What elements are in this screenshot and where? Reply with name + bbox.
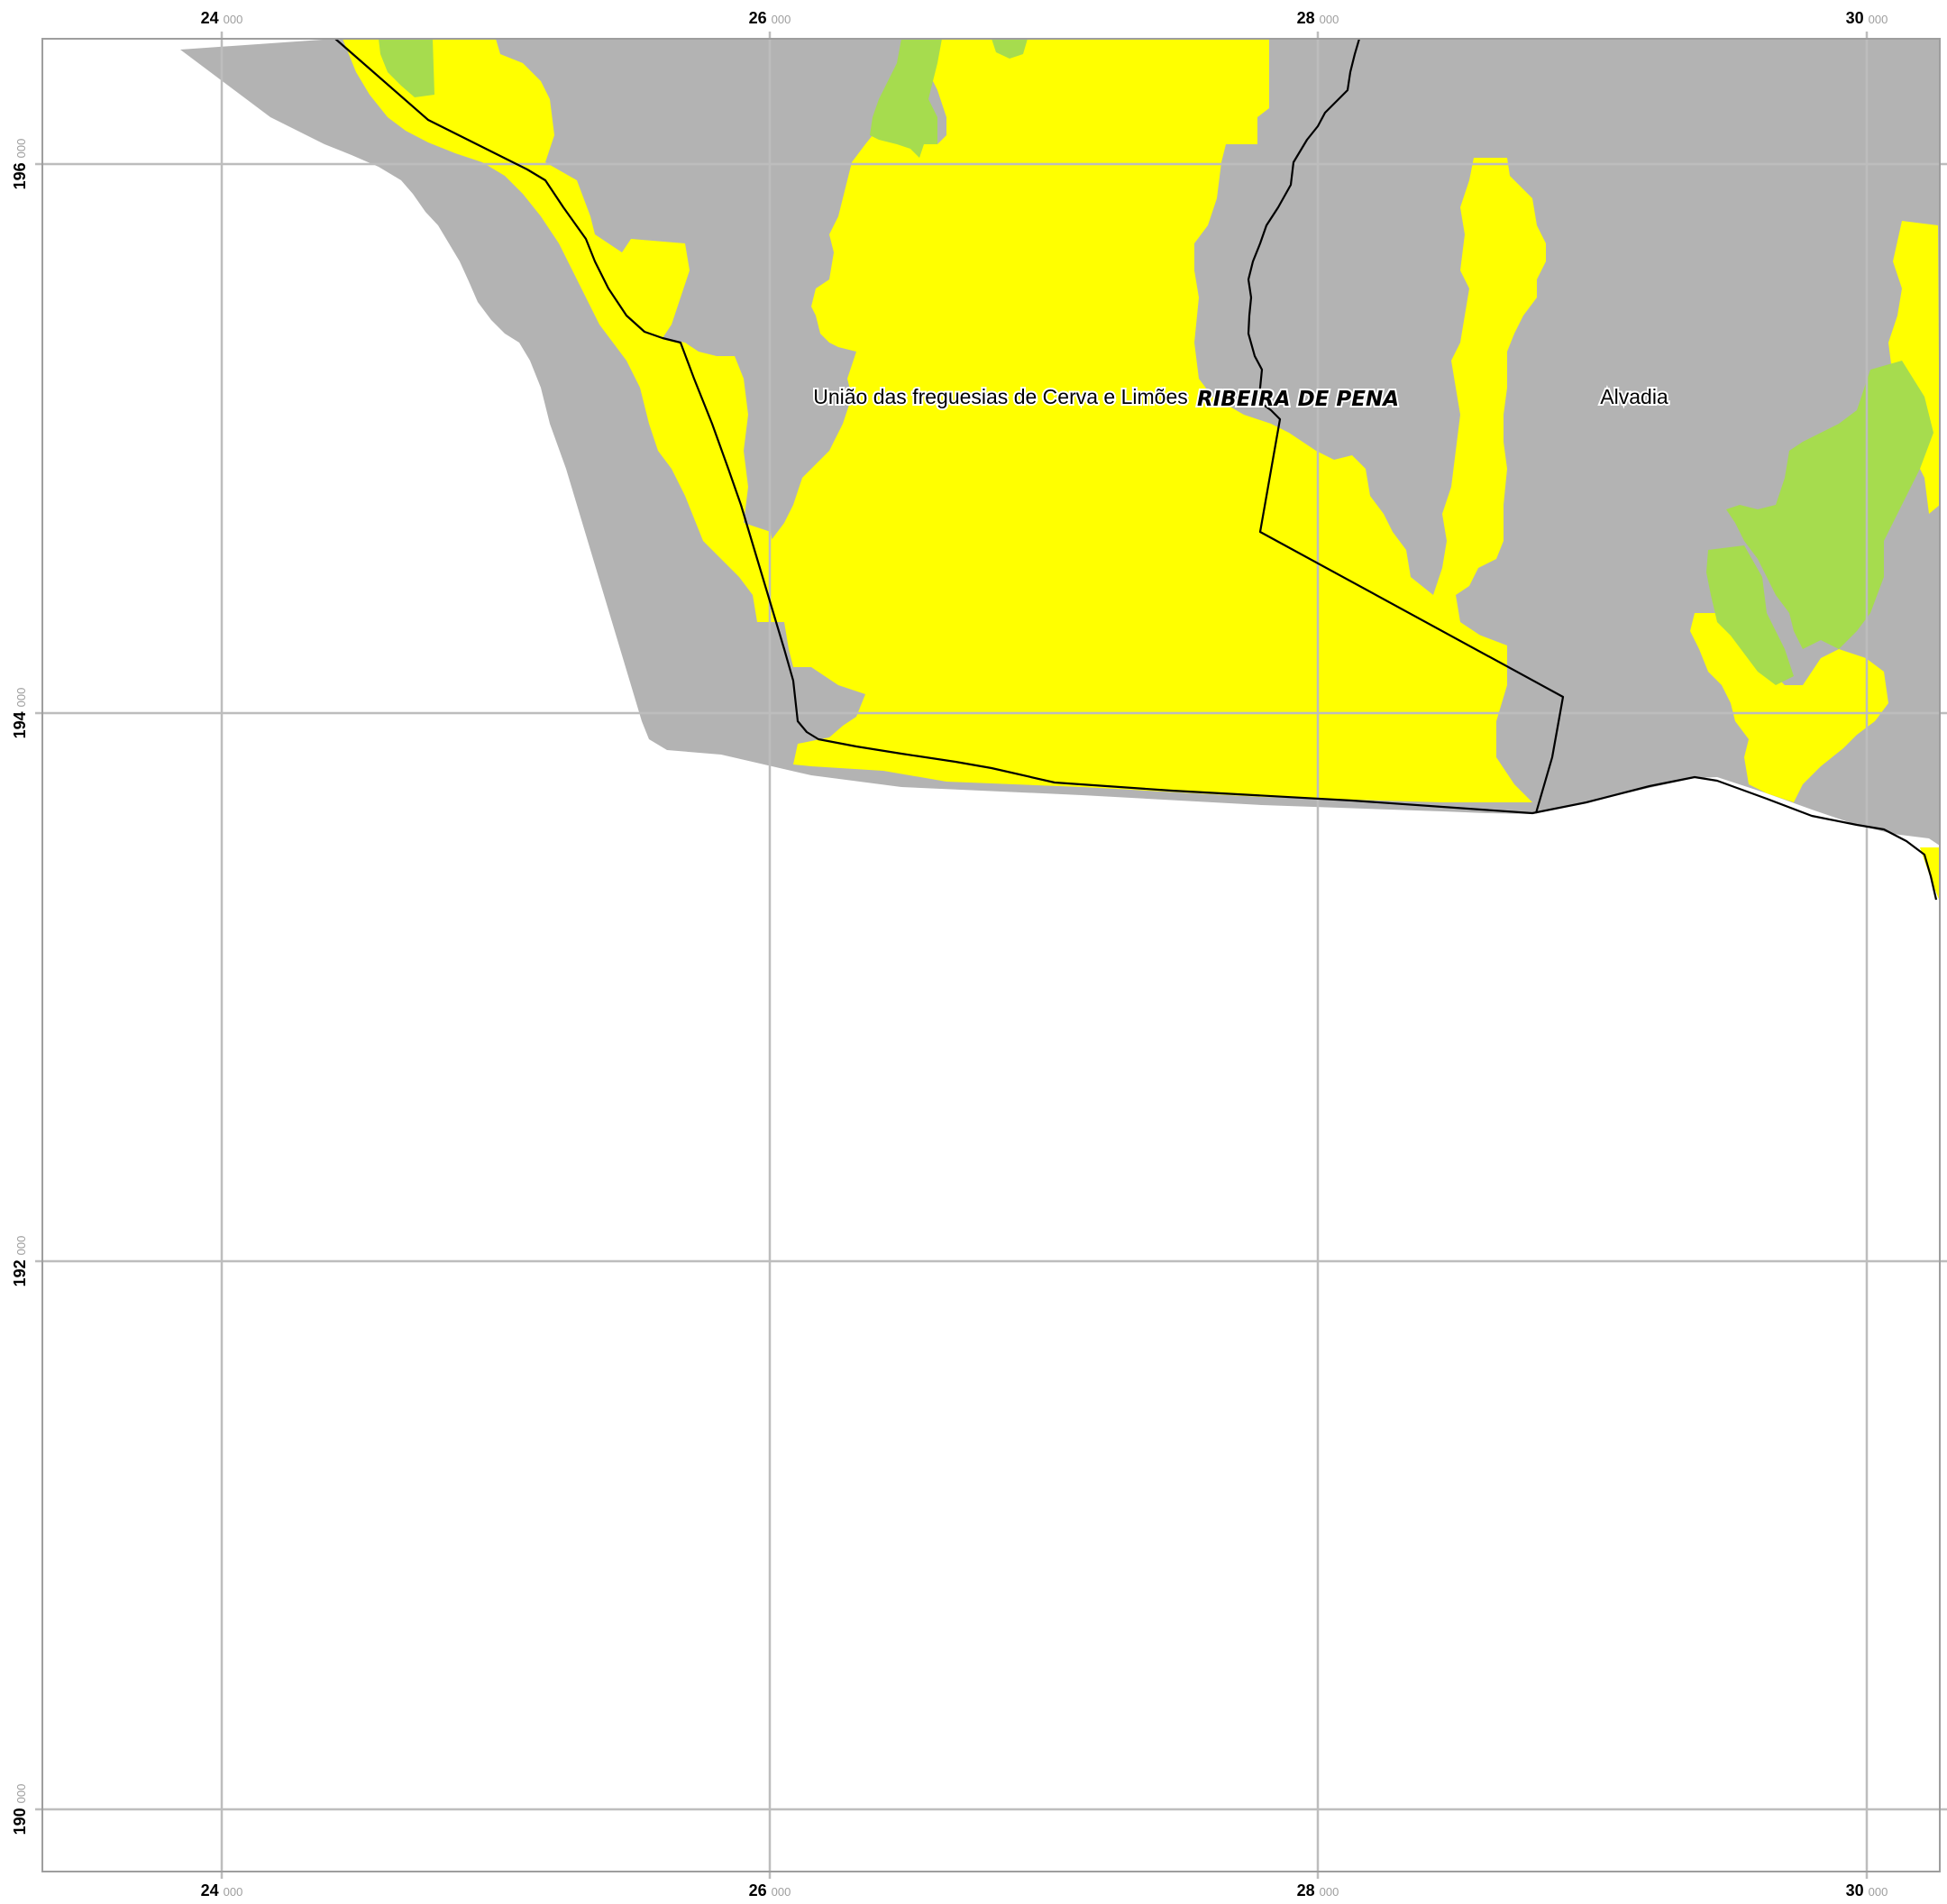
x-label-top-24000: 24 000 bbox=[201, 9, 243, 27]
x-label-bottom-30000: 30 000 bbox=[1846, 1881, 1888, 1899]
green-land-cover-nw-small bbox=[992, 39, 1028, 59]
x-label-top-28000: 28 000 bbox=[1297, 9, 1339, 27]
green-land-cover-nw bbox=[379, 39, 434, 97]
x-axis-labels-top: 24 000 26 000 28 000 30 000 bbox=[201, 9, 1888, 27]
x-label-bottom-24000: 24 000 bbox=[201, 1881, 243, 1899]
y-axis-labels-left: 196 000 194 000 192 000 190 000 bbox=[11, 139, 29, 1835]
x-axis-labels-bottom: 24 000 26 000 28 000 30 000 bbox=[201, 1881, 1888, 1899]
x-label-top-26000: 26 000 bbox=[749, 9, 791, 27]
green-land-cover-east bbox=[1726, 361, 1933, 649]
map-frame bbox=[41, 38, 1941, 1872]
yellow-land-cover-se bbox=[1690, 613, 1888, 802]
land-cover-layer bbox=[180, 39, 1940, 902]
x-label-bottom-28000: 28 000 bbox=[1297, 1881, 1339, 1899]
x-label-bottom-26000: 26 000 bbox=[749, 1881, 791, 1899]
boundary-layer bbox=[334, 38, 1938, 901]
municipal-boundary bbox=[1247, 38, 1565, 814]
graticule bbox=[42, 39, 1940, 1872]
green-land-cover-north bbox=[870, 39, 942, 158]
green-land-cover-east-2 bbox=[1706, 545, 1794, 685]
y-label-196000: 196 000 bbox=[11, 139, 29, 190]
study-area-boundary bbox=[334, 38, 1938, 901]
y-label-190000: 190 000 bbox=[11, 1784, 29, 1835]
yellow-land-cover-main bbox=[771, 39, 1532, 802]
y-label-194000: 194 000 bbox=[11, 688, 29, 739]
tick-marks bbox=[35, 32, 1947, 1879]
parish-label-alvadia: Alvadia bbox=[1600, 385, 1668, 408]
yellow-land-cover-nw bbox=[343, 39, 789, 622]
parish-label-cerva-limoes: União das freguesias de Cerva e Limões bbox=[813, 385, 1188, 408]
yellow-land-cover-east-strip bbox=[1433, 158, 1546, 645]
municipality-label: RIBEIRA DE PENA bbox=[1197, 388, 1399, 411]
x-label-top-30000: 30 000 bbox=[1846, 9, 1888, 27]
y-label-192000: 192 000 bbox=[11, 1236, 29, 1287]
